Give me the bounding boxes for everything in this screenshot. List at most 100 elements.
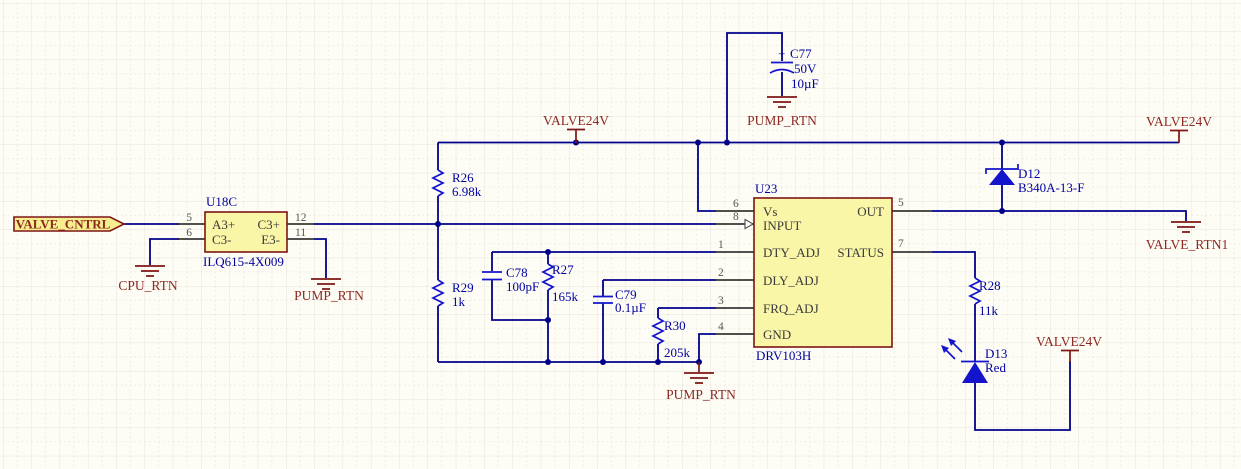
net-label-valve-rtn1[interactable]: VALVE_RTN1	[1146, 237, 1228, 252]
component-r29[interactable]: R29 1k	[431, 279, 474, 309]
u23-pin3-number: 3	[718, 295, 724, 307]
d12-anode-triangle[interactable]	[989, 169, 1015, 185]
junction-dots	[435, 139, 1005, 365]
ground-valve-rtn1[interactable]: VALVE_RTN1	[1146, 221, 1228, 252]
component-c78[interactable]: C78 100pF	[482, 265, 539, 294]
c79-plates[interactable]	[593, 295, 613, 304]
power-port-valve24v-right[interactable]: VALVE24V	[1146, 114, 1212, 143]
junction-dot	[999, 139, 1005, 146]
pin-stub[interactable]	[716, 210, 932, 335]
component-d13[interactable]: D13 Red	[941, 338, 1007, 383]
d12-designator[interactable]: D12	[1018, 166, 1040, 181]
net-label-valve24v[interactable]: VALVE24V	[543, 113, 609, 128]
wire-vs-drop[interactable]	[697, 142, 716, 212]
u23-body[interactable]	[753, 197, 893, 348]
wire-c78-bottom[interactable]	[491, 280, 548, 321]
u18c-pin12-number: 12	[295, 212, 307, 224]
component-r30[interactable]: R30 205k	[651, 317, 691, 360]
c77-voltage[interactable]: 50V	[794, 61, 817, 76]
r29-body[interactable]	[431, 279, 445, 307]
ground-bars-icon	[684, 372, 714, 384]
r30-body[interactable]	[651, 317, 665, 345]
junction-dot	[600, 359, 606, 365]
c79-designator[interactable]: C79	[615, 287, 637, 302]
junction-dot	[435, 221, 441, 227]
u18c-body[interactable]	[204, 211, 288, 253]
c79-value[interactable]: 0.1µF	[615, 300, 646, 315]
u23-designator[interactable]: U23	[755, 181, 777, 196]
u18c-designator[interactable]: U18C	[206, 194, 237, 209]
net-label-valve24v[interactable]: VALVE24V	[1036, 334, 1102, 349]
r26-designator[interactable]: R26	[452, 170, 474, 185]
junction-dot	[695, 139, 701, 146]
ground-bars-icon	[311, 278, 341, 290]
net-label-cpu-rtn[interactable]: CPU_RTN	[118, 278, 177, 293]
wire-out-line[interactable]	[932, 210, 1187, 221]
c77-value[interactable]: 10µF	[791, 76, 819, 91]
wire-u18c-pin6-gnd[interactable]	[149, 238, 179, 265]
u23-pin5-number: 5	[898, 197, 904, 209]
wire-led-return[interactable]	[974, 361, 1071, 431]
u23-part[interactable]: DRV103H	[756, 348, 811, 363]
d13-value[interactable]: Red	[985, 360, 1006, 375]
component-r27[interactable]: R27 165k	[541, 262, 579, 304]
c78-designator[interactable]: C78	[506, 265, 528, 280]
ground-pump-rtn-u23[interactable]: PUMP_RTN	[666, 362, 736, 402]
net-label-pump-rtn[interactable]: PUMP_RTN	[747, 113, 817, 128]
power-bar-icon	[567, 128, 585, 143]
r29-designator[interactable]: R29	[452, 280, 474, 295]
component-c79[interactable]: C79 0.1µF	[593, 287, 646, 315]
power-port-valve24v-left[interactable]: VALVE24V	[543, 113, 609, 143]
r28-value[interactable]: 11k	[979, 303, 999, 318]
ground-pump-rtn-u18c[interactable]: PUMP_RTN	[294, 278, 364, 303]
u23-pin-name-dty: DTY_ADJ	[763, 245, 820, 260]
c78-plates[interactable]	[482, 271, 502, 281]
c78-value[interactable]: 100pF	[506, 279, 539, 294]
d12-part[interactable]: B340A-13-F	[1018, 180, 1084, 195]
wire-gnd-pin4[interactable]	[698, 333, 716, 362]
junction-dot	[545, 249, 551, 255]
r27-body[interactable]	[541, 263, 555, 291]
u18c-pin-name-e3m: E3-	[261, 232, 280, 247]
wire-status-line[interactable]	[932, 251, 976, 278]
c77-designator[interactable]: C77	[790, 46, 812, 61]
net-label-pump-rtn[interactable]: PUMP_RTN	[666, 387, 736, 402]
u23-pin-name-out: OUT	[857, 204, 884, 219]
component-c77[interactable]: + C77 50V 10µF	[769, 46, 819, 91]
component-u23[interactable]: U23 DRV103H Vs INPUT DTY_ADJ DLY_ADJ FRQ…	[716, 181, 932, 363]
r29-value[interactable]: 1k	[452, 294, 466, 309]
net-label-valve24v[interactable]: VALVE24V	[1146, 114, 1212, 129]
component-r28[interactable]: R28 11k	[968, 277, 1001, 318]
r26-body[interactable]	[431, 169, 445, 197]
port-shape[interactable]	[13, 216, 126, 232]
wires	[124, 32, 1187, 431]
r27-value[interactable]: 165k	[552, 289, 579, 304]
power-bar-icon	[1061, 349, 1079, 362]
r26-value[interactable]: 6.98k	[452, 184, 482, 199]
u18c-pin11-number: 11	[295, 227, 306, 239]
pin-stub[interactable]	[178, 223, 314, 240]
junction-dot	[545, 359, 551, 365]
r27-designator[interactable]: R27	[552, 262, 574, 277]
port-valve-cntrl[interactable]: VALVE_CNTRL	[13, 216, 126, 232]
r28-body[interactable]	[968, 277, 982, 305]
power-port-valve24v-led[interactable]: VALVE24V	[1036, 334, 1102, 362]
r30-value[interactable]: 205k	[664, 345, 691, 360]
component-r26[interactable]: R26 6.98k	[431, 169, 482, 199]
r28-designator[interactable]: R28	[979, 278, 1001, 293]
ground-cpu-rtn[interactable]: CPU_RTN	[118, 265, 178, 293]
d13-designator[interactable]: D13	[985, 346, 1007, 361]
r30-designator[interactable]: R30	[664, 318, 686, 333]
u23-pin8-number: 8	[733, 211, 739, 223]
u18c-part[interactable]: ILQ615-4X009	[203, 254, 284, 269]
c77-plate-negative[interactable]	[769, 68, 795, 74]
wire-u18c-pin11-gnd[interactable]	[314, 238, 327, 278]
ground-bars-icon	[1171, 221, 1201, 233]
component-d12[interactable]: D12 B340A-13-F	[985, 164, 1084, 195]
wire-c77-branch[interactable]	[726, 32, 783, 143]
ground-pump-rtn-c77[interactable]: PUMP_RTN	[747, 96, 817, 128]
u23-pin-name-vs: Vs	[763, 204, 777, 219]
net-label-pump-rtn[interactable]: PUMP_RTN	[294, 288, 364, 303]
d13-anode-triangle[interactable]	[962, 362, 988, 383]
component-u18c[interactable]: U18C ILQ615-4X009 5 6 12 11 A3+ C3- C3+ …	[178, 194, 314, 269]
